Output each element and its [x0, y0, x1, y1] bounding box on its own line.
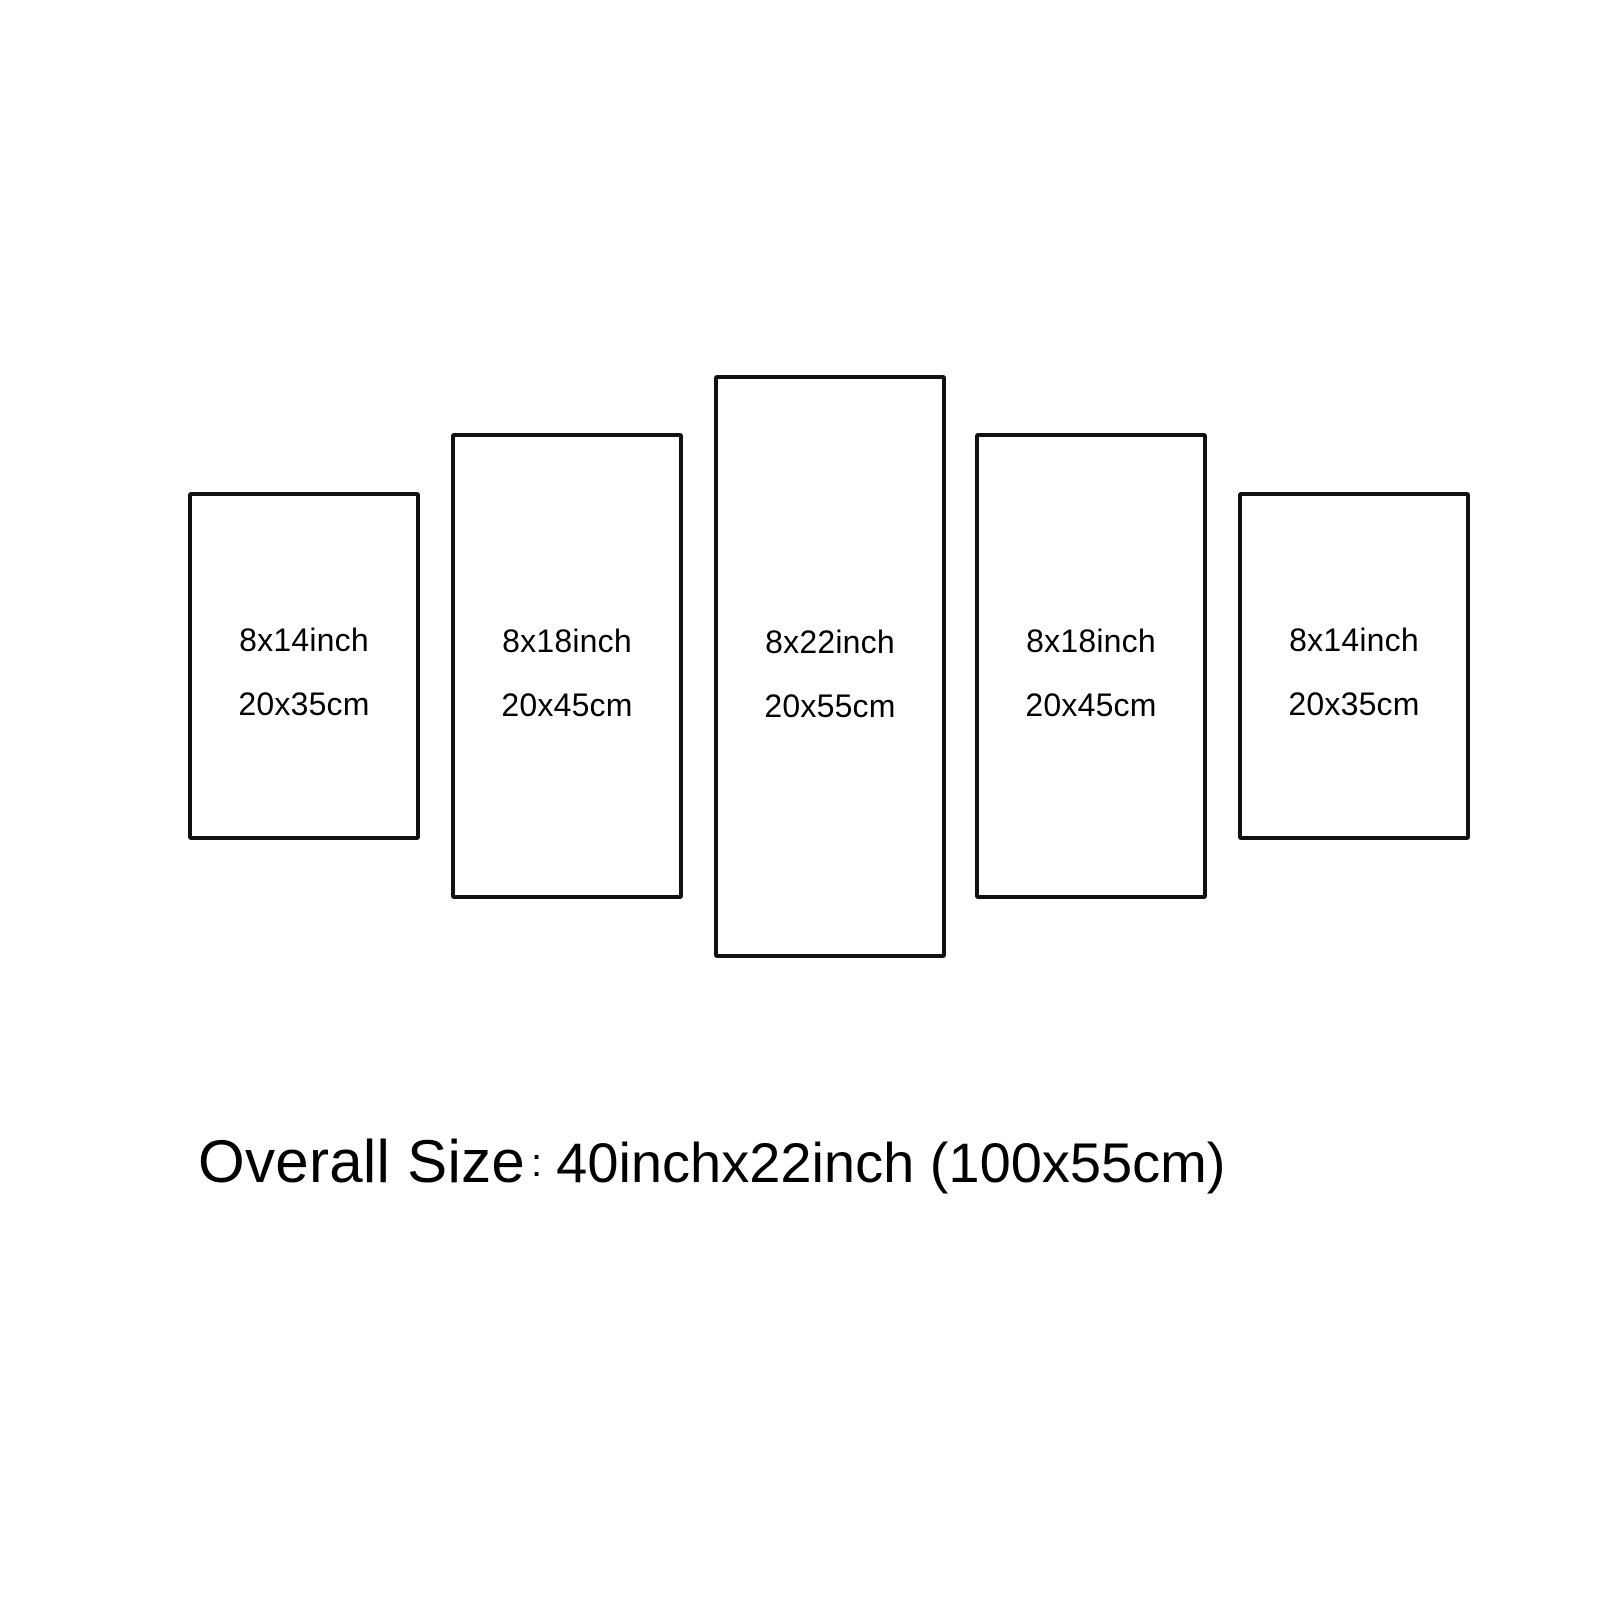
panel-size-cm: 20x35cm — [1288, 686, 1420, 722]
panel-size-inch: 8x18inch — [1026, 623, 1156, 659]
overall-size-separator: : — [531, 1141, 543, 1185]
canvas-panel-3: 8x22inch 20x55cm — [714, 375, 946, 958]
panel-size-label: 8x18inch 20x45cm — [455, 609, 679, 737]
canvas-panel-2: 8x18inch 20x45cm — [451, 433, 683, 899]
overall-size-label: Overall Size — [198, 1128, 526, 1195]
panel-size-label: 8x14inch 20x35cm — [1242, 608, 1466, 736]
panel-size-inch: 8x18inch — [502, 623, 632, 659]
panel-size-inch: 8x14inch — [1289, 622, 1419, 658]
canvas-panel-5: 8x14inch 20x35cm — [1238, 492, 1470, 840]
panel-size-cm: 20x55cm — [764, 688, 896, 724]
canvas-panel-1: 8x14inch 20x35cm — [188, 492, 420, 840]
panel-size-cm: 20x45cm — [1025, 687, 1157, 723]
overall-size: Overall Size:40inchx22inch (100x55cm) — [198, 1122, 1225, 1203]
panel-size-inch: 8x14inch — [239, 622, 369, 658]
panel-size-cm: 20x45cm — [501, 687, 633, 723]
overall-size-value: 40inchx22inch (100x55cm) — [556, 1131, 1226, 1194]
canvas-panel-4: 8x18inch 20x45cm — [975, 433, 1207, 899]
panel-size-inch: 8x22inch — [765, 624, 895, 660]
panel-size-label: 8x22inch 20x55cm — [718, 610, 942, 738]
panel-size-label: 8x18inch 20x45cm — [979, 609, 1203, 737]
panel-size-cm: 20x35cm — [238, 686, 370, 722]
panel-size-label: 8x14inch 20x35cm — [192, 608, 416, 736]
